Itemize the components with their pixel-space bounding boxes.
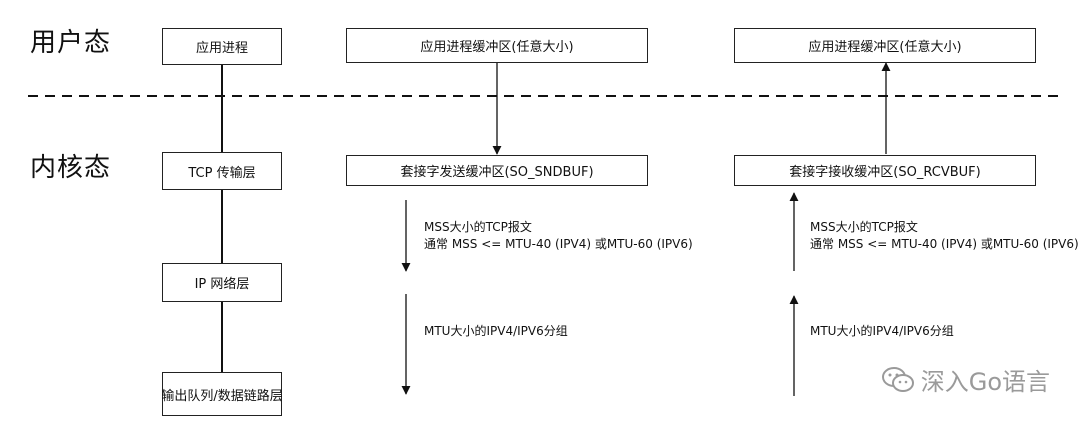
layer-link: 输出队列/数据链路层 xyxy=(161,372,283,416)
recv-ip-note: MTU大小的IPV4/IPV6分组 xyxy=(810,324,954,338)
recv-app-buffer-label: 应用进程缓冲区(任意大小) xyxy=(808,40,962,55)
send-tcp-note-line1: MSS大小的TCP报文 xyxy=(424,220,532,234)
layer-link-label: 输出队列/数据链路层 xyxy=(161,388,283,404)
send-tcp-note: MSS大小的TCP报文 通常 MSS <= MTU-40 (IPV4) 或MTU… xyxy=(424,219,693,253)
layer-tcp: TCP 传输层 xyxy=(162,152,282,190)
send-app-buffer-label: 应用进程缓冲区(任意大小) xyxy=(420,40,574,55)
recv-app-buffer: 应用进程缓冲区(任意大小) xyxy=(734,28,1036,63)
watermark: 深入Go语言 xyxy=(881,362,1050,397)
kernel-space-label: 内核态 xyxy=(30,153,112,183)
send-socket-buffer-label: 套接字发送缓冲区(SO_SNDBUF) xyxy=(400,165,594,180)
send-tcp-note-line2: 通常 MSS <= MTU-40 (IPV4) 或MTU-60 (IPV6) xyxy=(424,237,693,251)
recv-socket-buffer-label: 套接字接收缓冲区(SO_RCVBUF) xyxy=(789,165,981,180)
user-space-label: 用户态 xyxy=(30,28,112,58)
send-ip-note: MTU大小的IPV4/IPV6分组 xyxy=(424,324,568,338)
layer-app-process: 应用进程 xyxy=(162,28,282,65)
layer-tcp-label: TCP 传输层 xyxy=(188,165,256,181)
recv-tcp-note: MSS大小的TCP报文 通常 MSS <= MTU-40 (IPV4) 或MTU… xyxy=(810,219,1079,253)
recv-socket-buffer: 套接字接收缓冲区(SO_RCVBUF) xyxy=(734,155,1036,186)
layer-app-process-label: 应用进程 xyxy=(195,41,248,56)
send-app-buffer: 应用进程缓冲区(任意大小) xyxy=(346,28,648,63)
watermark-text: 深入Go语言 xyxy=(920,368,1050,396)
wechat-icon xyxy=(881,366,914,392)
send-socket-buffer: 套接字发送缓冲区(SO_SNDBUF) xyxy=(346,155,648,186)
layer-ip-label: IP 网络层 xyxy=(194,277,250,292)
recv-tcp-note-line1: MSS大小的TCP报文 xyxy=(810,220,918,234)
layer-ip: IP 网络层 xyxy=(162,263,282,302)
recv-tcp-note-line2: 通常 MSS <= MTU-40 (IPV4) 或MTU-60 (IPV6) xyxy=(810,237,1079,251)
